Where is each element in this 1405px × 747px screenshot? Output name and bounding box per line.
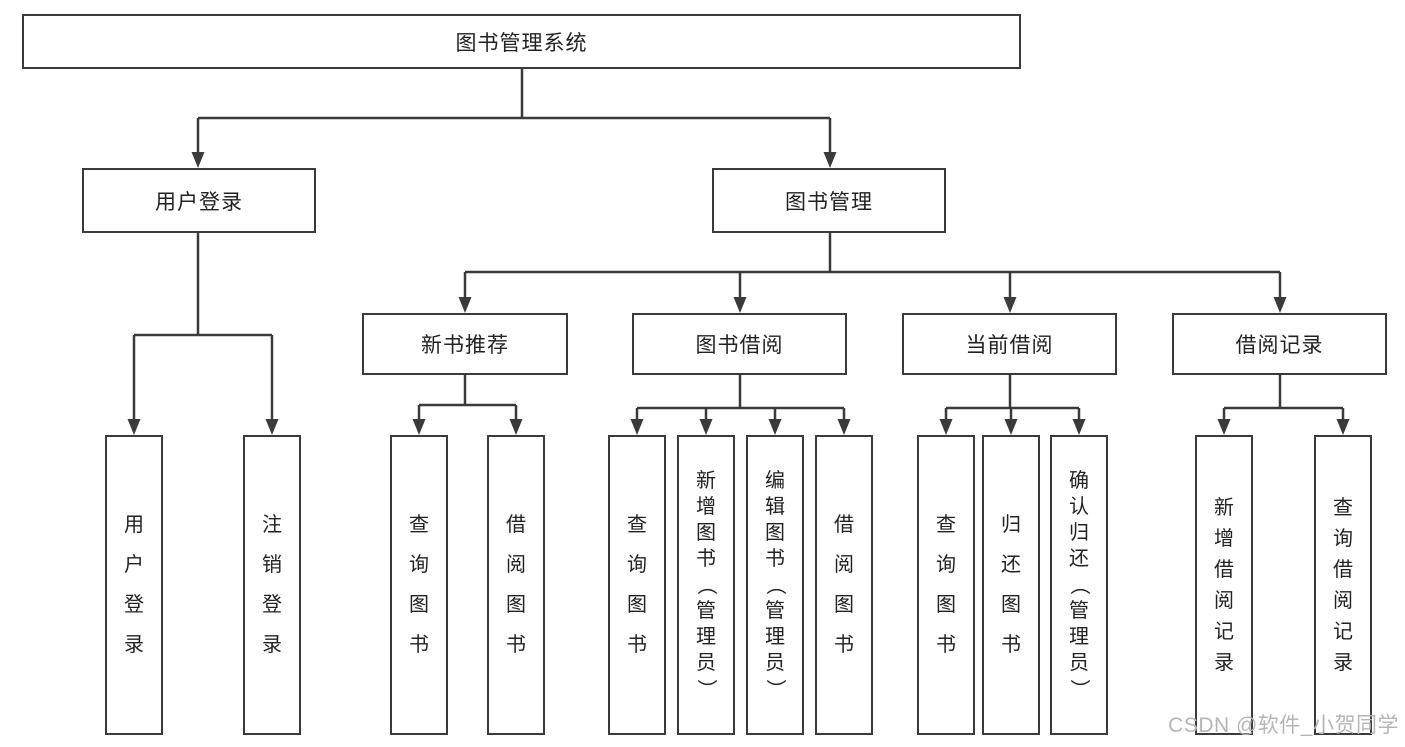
leaf-logout: 注销登录 (243, 435, 301, 735)
leaf-borrow-books: 借阅图书 (815, 435, 873, 735)
leaf-recommend-borrow-books: 借阅图书 (487, 435, 545, 735)
leaf-query-borrow-record: 查询借阅记录 (1314, 435, 1372, 735)
leaf-recommend-query-books: 查询图书 (390, 435, 448, 735)
leaf-confirm-return-admin: 确认归还（管理员） (1050, 435, 1108, 735)
leaf-edit-books-admin: 编辑图书（管理员） (746, 435, 804, 735)
node-book-borrow: 图书借阅 (632, 313, 847, 375)
node-borrow-records: 借阅记录 (1172, 313, 1387, 375)
leaf-borrow-query-books: 查询图书 (608, 435, 666, 735)
node-library-system: 图书管理系统 (22, 14, 1021, 69)
leaf-user-login: 用户登录 (105, 435, 163, 735)
leaf-add-borrow-record: 新增借阅记录 (1195, 435, 1253, 735)
node-book-management: 图书管理 (712, 168, 946, 233)
csdn-watermark: CSDN @软件_小贺同学 (1168, 714, 1399, 737)
node-new-book-recommend: 新书推荐 (362, 313, 568, 375)
node-current-borrow: 当前借阅 (902, 313, 1117, 375)
leaf-return-books: 归还图书 (982, 435, 1040, 735)
node-user-login: 用户登录 (82, 168, 316, 233)
leaf-current-query-books: 查询图书 (917, 435, 975, 735)
leaf-add-books-admin: 新增图书（管理员） (677, 435, 735, 735)
